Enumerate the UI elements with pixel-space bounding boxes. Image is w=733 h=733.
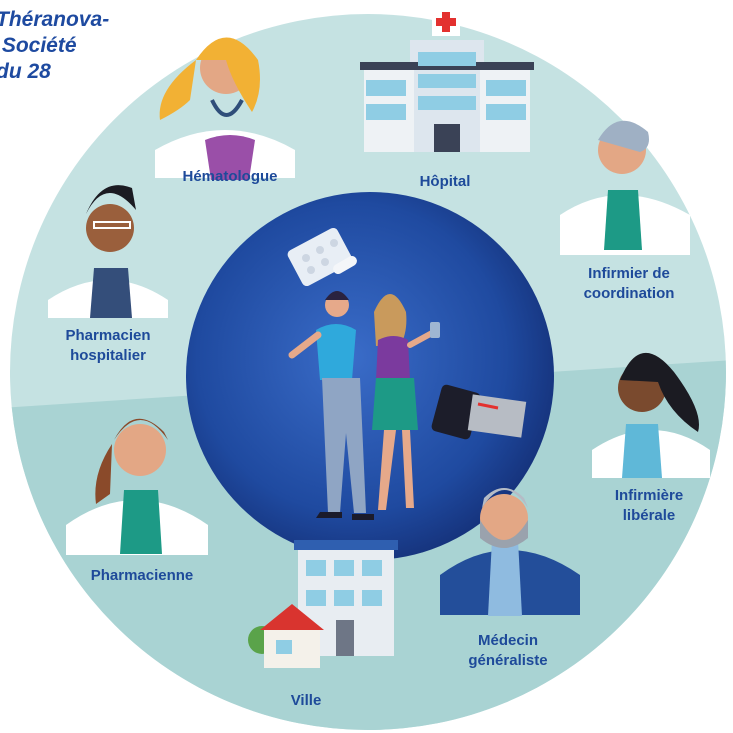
patient-woman [372, 294, 440, 510]
label-pharmacien-hospitalier: Pharmacien hospitalier [65, 327, 150, 364]
city-building-icon [248, 540, 398, 668]
svg-text:hospitalier: hospitalier [70, 347, 146, 364]
svg-text:Société: Société [0, 34, 77, 57]
hematologue-illustration [155, 37, 295, 180]
pharmacienne-illustration [66, 418, 208, 555]
label-ville: Ville [291, 692, 322, 709]
svg-text:généraliste: généraliste [468, 652, 547, 669]
central-circle [186, 192, 554, 560]
svg-text:Pharmacienne: Pharmacienne [91, 567, 194, 584]
svg-text:Ville: Ville [291, 692, 322, 709]
pharmacien-hospitalier-illustration [48, 185, 168, 318]
svg-text:Médecin: Médecin [478, 632, 538, 649]
label-hopital: Hôpital [420, 173, 471, 190]
patient-man [288, 291, 374, 520]
header-title: Théranova- Société du 28 [0, 8, 109, 83]
infirmier-coordination-illustration [560, 120, 690, 255]
svg-text:libérale: libérale [623, 507, 676, 524]
svg-text:Pharmacien: Pharmacien [65, 327, 150, 344]
label-pharmacienne: Pharmacienne [91, 567, 194, 584]
svg-text:du 28: du 28 [0, 60, 51, 83]
svg-text:coordination: coordination [584, 285, 675, 302]
hospital-building-icon [360, 8, 534, 152]
label-medecin-generaliste: Médecin généraliste [468, 632, 547, 669]
svg-text:Hématologue: Hématologue [182, 168, 277, 185]
svg-text:Infirmier de: Infirmier de [588, 265, 670, 282]
medecin-generaliste-illustration [440, 488, 580, 616]
label-infirmiere-liberale: Infirmière libérale [615, 487, 683, 524]
infirmiere-liberale-illustration [592, 352, 710, 478]
label-infirmier-coordination: Infirmier de coordination [584, 265, 675, 302]
phone-scan-icon [431, 384, 527, 440]
svg-text:Hôpital: Hôpital [420, 173, 471, 190]
label-hematologue: Hématologue [182, 168, 277, 185]
svg-text:Infirmière: Infirmière [615, 487, 683, 504]
svg-text:Théranova-: Théranova- [0, 8, 109, 31]
pill-pack-icon [287, 227, 357, 287]
